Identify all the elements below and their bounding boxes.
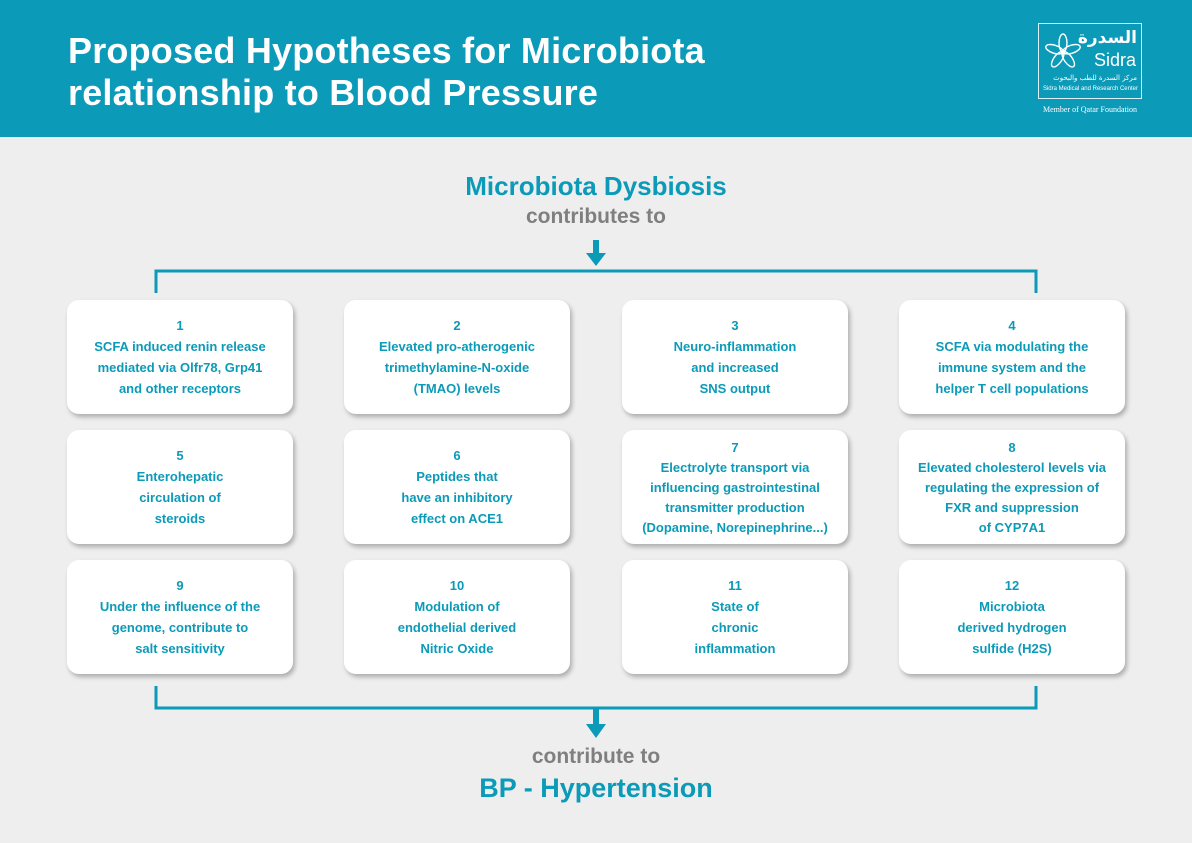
hypothesis-text: Under the influence of the genome, contr… xyxy=(99,599,261,656)
hypothesis-number: 6 xyxy=(453,448,461,463)
hypothesis-text: Microbiota derived hydrogen sulfide (H2S… xyxy=(957,599,1067,656)
hypothesis-box-3: 3 Neuro-inflammation and increased SNS o… xyxy=(622,300,848,414)
source-subheading: contributes to xyxy=(526,205,666,228)
source-heading: Microbiota Dysbiosis xyxy=(465,171,727,201)
hypothesis-number: 4 xyxy=(1008,318,1016,333)
logo-arabic-name: السدرة xyxy=(1077,28,1137,48)
hypothesis-number: 9 xyxy=(176,578,184,593)
top-bracket xyxy=(154,269,1038,293)
page-title-line-1: Proposed Hypotheses for Microbiota xyxy=(68,30,705,71)
hypothesis-box-9: 9 Under the influence of the genome, con… xyxy=(67,560,293,674)
hypothesis-box-6: 6 Peptides that have an inhibitory effec… xyxy=(344,430,570,544)
hypothesis-text: Elevated cholesterol levels via regulati… xyxy=(918,459,1106,535)
hypothesis-text: SCFA induced renin release mediated via … xyxy=(94,339,266,396)
sidra-logo: السدرة Sidra مركز السدرة للطب والبحوث Si… xyxy=(1038,23,1142,99)
logo-member-text: Member of Qatar Foundation xyxy=(1043,105,1137,114)
hypothesis-text: Elevated pro-atherogenic trimethylamine-… xyxy=(378,339,536,396)
logo-subtitle: Sidra Medical and Research Center xyxy=(1042,86,1138,92)
hypothesis-number: 10 xyxy=(449,578,465,593)
hypothesis-text: Enterohepatic circulation of steroids xyxy=(136,469,224,526)
hypothesis-box-2: 2 Elevated pro-atherogenic trimethylamin… xyxy=(344,300,570,414)
hypothesis-text: Neuro-inflammation and increased SNS out… xyxy=(673,339,797,396)
target-subheading: contribute to xyxy=(531,745,661,768)
hypothesis-number: 2 xyxy=(453,318,461,333)
hypothesis-box-11: 11 State of chronic inflammation xyxy=(622,560,848,674)
hypothesis-number: 7 xyxy=(731,439,739,455)
hypothesis-number: 12 xyxy=(1004,578,1020,593)
hypothesis-text: SCFA via modulating the immune system an… xyxy=(935,339,1089,396)
logo-name: Sidra xyxy=(1093,50,1136,70)
hypothesis-number: 11 xyxy=(728,578,742,593)
top-arrow-icon xyxy=(586,240,606,266)
hypothesis-box-5: 5 Enterohepatic circulation of steroids xyxy=(67,430,293,544)
page-title-line-2: relationship to Blood Pressure xyxy=(68,72,599,113)
header-banner: Proposed Hypotheses for Microbiota relat… xyxy=(0,0,1192,137)
hypothesis-text: Peptides that have an inhibitory effect … xyxy=(401,469,513,526)
hypothesis-text: Electrolyte transport via influencing ga… xyxy=(642,459,828,535)
hypothesis-text: Modulation of endothelial derived Nitric… xyxy=(397,599,517,656)
hypothesis-box-12: 12 Microbiota derived hydrogen sulfide (… xyxy=(899,560,1125,674)
hypothesis-box-1: 1 SCFA induced renin release mediated vi… xyxy=(67,300,293,414)
hypothesis-number: 5 xyxy=(176,448,184,463)
page-title: Proposed Hypotheses for Microbiota relat… xyxy=(68,30,705,114)
hypothesis-box-7: 7 Electrolyte transport via influencing … xyxy=(622,430,848,544)
hypothesis-number: 1 xyxy=(176,318,184,333)
hypothesis-box-4: 4 SCFA via modulating the immune system … xyxy=(899,300,1125,414)
hypothesis-number: 3 xyxy=(731,318,739,333)
bottom-bracket xyxy=(154,686,1038,710)
bottom-arrow-icon xyxy=(586,707,606,738)
hypothesis-box-8: 8 Elevated cholesterol levels via regula… xyxy=(899,430,1125,544)
target-heading: BP - Hypertension xyxy=(479,773,713,803)
hypothesis-number: 8 xyxy=(1008,439,1016,455)
logo-arabic-subtitle: مركز السدرة للطب والبحوث xyxy=(1053,74,1137,82)
hypothesis-text: State of chronic inflammation xyxy=(694,599,776,656)
flower-icon xyxy=(1045,33,1081,68)
hypothesis-box-10: 10 Modulation of endothelial derived Nit… xyxy=(344,560,570,674)
